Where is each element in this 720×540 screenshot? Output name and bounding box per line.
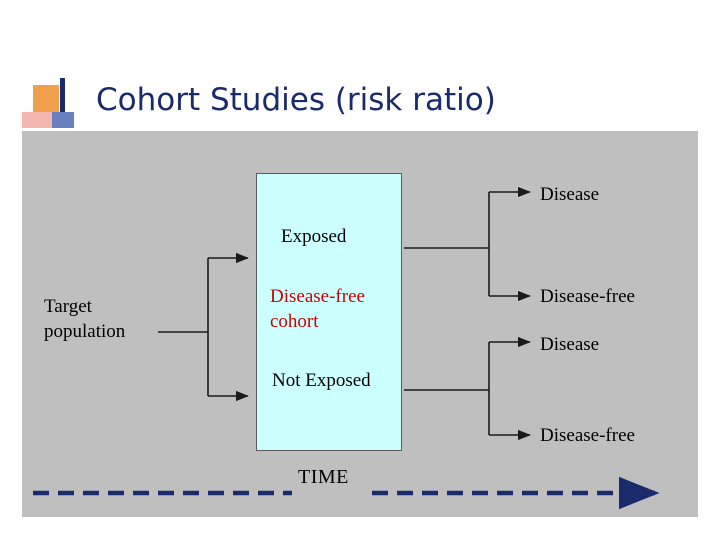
- label-disease-free-cohort: Disease-free cohort: [270, 286, 365, 332]
- blue-square-decoration: [52, 112, 74, 128]
- label-outcome-exposed-disease-free: Disease-free: [540, 286, 635, 307]
- label-exposed: Exposed: [281, 226, 347, 247]
- label-not-exposed: Not Exposed: [272, 370, 371, 391]
- label-outcome-unexposed-disease-free: Disease-free: [540, 425, 635, 446]
- pink-square-decoration: [22, 112, 52, 128]
- label-outcome-unexposed-disease: Disease: [540, 334, 600, 355]
- label-outcome-exposed-disease: Disease: [540, 184, 600, 205]
- label-time-axis: TIME: [298, 466, 349, 488]
- page-title: Cohort Studies (risk ratio): [96, 82, 496, 118]
- cohort-box: [256, 173, 402, 451]
- label-target-population: Target population: [44, 296, 126, 342]
- navy-bar-decoration: [60, 78, 65, 121]
